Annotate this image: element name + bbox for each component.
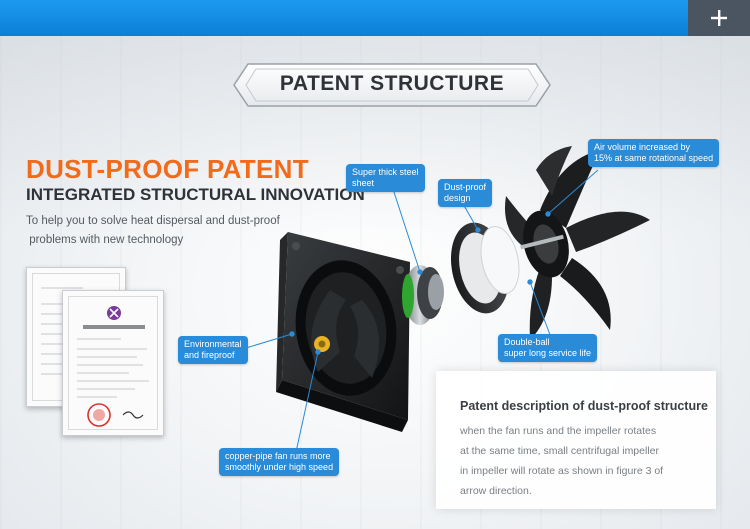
red-seal-icon	[87, 403, 111, 427]
top-bar	[0, 0, 750, 36]
section-banner: PATENT STRUCTURE	[232, 60, 552, 110]
callout-environmental: Environmental and fireproof	[178, 336, 248, 364]
patent-certificate-front	[62, 290, 164, 436]
description-line: at the same time, small centrifugal impe…	[460, 445, 659, 457]
description-body: when the fan runs and the impeller rotat…	[460, 421, 710, 501]
callout-dust-proof: Dust-proof design	[438, 179, 493, 207]
callout-double-ball: Double-ball super long service life	[498, 334, 598, 362]
callout-line: Environmental	[184, 339, 242, 349]
signature-mark	[122, 411, 144, 419]
callout-steel-sheet: Super thick steel sheet	[346, 164, 425, 192]
callout-copper-pipe: copper-pipe fan runs more smoothly under…	[219, 448, 340, 476]
dust-proof-rings	[450, 222, 520, 314]
callout-line: super long service life	[504, 348, 592, 358]
plus-icon	[711, 10, 727, 26]
expand-button[interactable]	[688, 0, 750, 36]
page-title: PATENT STRUCTURE	[279, 72, 505, 95]
callout-line: design	[444, 193, 471, 203]
description-title: Patent description of dust-proof structu…	[460, 399, 708, 413]
callout-line: Dust-proof	[444, 182, 487, 192]
callout-line: smoothly under high speed	[225, 462, 334, 472]
certificate-content	[77, 306, 149, 427]
subheadline: INTEGRATED STRUCTURAL INNOVATION	[26, 185, 365, 204]
callout-air-volume: Air volume increased by 15% at same rota…	[588, 139, 720, 167]
callout-line: Super thick steel	[352, 167, 419, 177]
callout-line: Double-ball	[504, 337, 550, 347]
fan-frame	[276, 232, 410, 432]
intro-line: problems with new technology	[26, 234, 184, 246]
description-line: when the fan runs and the impeller rotat…	[460, 425, 657, 437]
motor-assembly	[402, 265, 444, 325]
banner-frame	[233, 63, 551, 107]
headline: DUST-PROOF PATENT	[26, 154, 309, 184]
patent-description-panel: Patent description of dust-proof structu…	[436, 371, 716, 509]
callout-line: copper-pipe fan runs more	[225, 451, 331, 461]
callout-line: 15% at same rotational speed	[594, 153, 714, 163]
intro-text: To help you to solve heat dispersal and …	[26, 212, 306, 250]
callout-line: Air volume increased by	[594, 142, 691, 152]
certificate-logo-icon	[107, 306, 121, 320]
fan-impeller	[504, 146, 650, 340]
description-line: arrow direction.	[460, 485, 532, 497]
description-line: in impeller will rotate as shown in figu…	[460, 465, 664, 477]
callout-line: and fireproof	[184, 350, 235, 360]
intro-line: To help you to solve heat dispersal and …	[26, 215, 280, 227]
callout-line: sheet	[352, 178, 375, 188]
